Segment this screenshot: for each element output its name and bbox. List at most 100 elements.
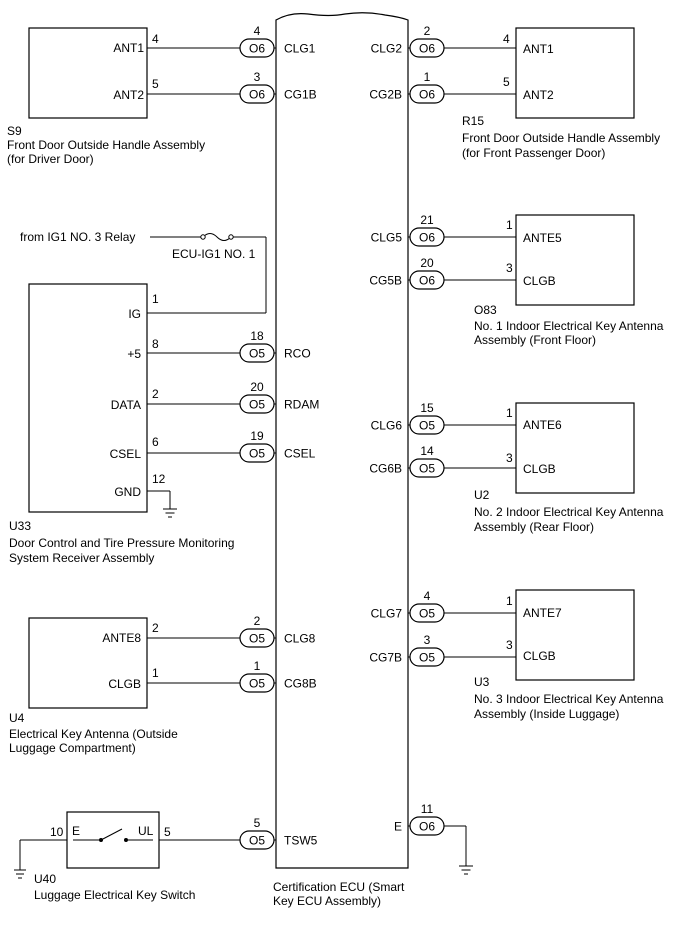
r15-desc-line1: Front Door Outside Handle Assembly (462, 131, 660, 145)
ecu-pin-label: CG7B (369, 651, 402, 665)
r15-desc-line2: (for Front Passenger Door) (462, 146, 605, 160)
u2-desc-line1: No. 2 Indoor Electrical Key Antenna (474, 505, 664, 519)
ecu-pin-label: CLG8 (284, 632, 316, 646)
connector-pill: O6 (239, 84, 275, 104)
u33-pin-num-12: 12 (152, 472, 166, 486)
o83-pin-label-clgb: CLGB (523, 274, 556, 288)
connector-id: O6 (249, 88, 265, 102)
ecu-pin-label: CG8B (284, 677, 317, 691)
ecu-pin-label: CSEL (284, 447, 316, 461)
u40-left-label: E (72, 824, 80, 838)
u33-pin-label-ig: IG (128, 307, 141, 321)
ecu-pin-label: CLG7 (371, 607, 403, 621)
u2-code: U2 (474, 488, 490, 502)
ground-icon (163, 508, 177, 518)
ecu-name-line1: Certification ECU (Smart (273, 880, 405, 894)
connector-id: O5 (249, 632, 265, 646)
s9-desc-line1: Front Door Outside Handle Assembly (7, 138, 205, 152)
u2-pin-label-ante6: ANTE6 (523, 418, 562, 432)
ecu-pin-label: RDAM (284, 398, 319, 412)
connector-id: O5 (419, 462, 435, 476)
component-u40: E UL 10 5 U40 Luggage Electrical Key Swi… (14, 811, 240, 902)
ecu-pin-label: TSW5 (284, 834, 318, 848)
u33-pin-num-8: 8 (152, 337, 159, 351)
o83-desc-line1: No. 1 Indoor Electrical Key Antenna (474, 319, 664, 333)
u3-desc-line2: Assembly (Inside Luggage) (474, 707, 619, 721)
o83-desc-line2: Assembly (Front Floor) (474, 333, 596, 347)
connector-id: O5 (249, 677, 265, 691)
ground-icon (459, 865, 473, 875)
connector-id: O5 (249, 347, 265, 361)
ecu-pin-number: 19 (250, 429, 264, 443)
u2-desc-line2: Assembly (Rear Floor) (474, 520, 594, 534)
connector-pill: O6 (409, 84, 445, 104)
r15-pin-label-ant2: ANT2 (523, 88, 554, 102)
s9-pin-num-ant2: 5 (152, 77, 159, 91)
connector-id: O6 (419, 274, 435, 288)
connector-pill: O6 (409, 227, 445, 247)
s9-code: S9 (7, 124, 22, 138)
s9-desc-line2: (for Driver Door) (7, 152, 94, 166)
ecu-pin-number: 21 (420, 213, 434, 227)
u2-pin-label-clgb: CLGB (523, 462, 556, 476)
ecu-pin-number: 18 (250, 329, 264, 343)
u3-pin-label-clgb: CLGB (523, 649, 556, 663)
ecu-pin-number: 4 (424, 589, 431, 603)
connector-pill: O5 (409, 458, 445, 478)
connector-pill: O5 (239, 394, 275, 414)
ecu-pins-right: O62CLG2O61CG2BO621CLG5O620CG5BO515CLG6O5… (369, 24, 445, 836)
connector-pill: O5 (409, 415, 445, 435)
connector-id: O5 (419, 419, 435, 433)
component-s9: ANT1 ANT2 4 5 S9 Front Door Outside Hand… (7, 27, 240, 166)
ecu-pin-label: CG5B (369, 274, 402, 288)
connector-pill: O6 (409, 816, 445, 836)
u3-code: U3 (474, 675, 490, 689)
u4-pin-label-ante8: ANTE8 (102, 631, 141, 645)
s9-pin-label-ant2: ANT2 (113, 88, 144, 102)
ecu-pin-label: CG6B (369, 462, 402, 476)
connector-id: O5 (249, 398, 265, 412)
component-u2: ANTE6 CLGB 1 3 U2 No. 2 Indoor Electrica… (444, 402, 664, 534)
ecu-pin-number: 20 (420, 256, 434, 270)
ecu-pin-number: 3 (424, 633, 431, 647)
u40-right-num: 5 (164, 825, 171, 839)
ecu-pin-label: CLG2 (371, 42, 403, 56)
o83-pin-label-ante5: ANTE5 (523, 231, 562, 245)
ecu-pin-label: CG2B (369, 88, 402, 102)
o83-code: O83 (474, 303, 497, 317)
fuse-label: ECU-IG1 NO. 1 (172, 247, 256, 261)
u4-pin-num-2: 2 (152, 621, 159, 635)
ecu-pin-number: 20 (250, 380, 264, 394)
connector-pill: O5 (239, 628, 275, 648)
connector-pill: O6 (409, 38, 445, 58)
ecu-pin-number: 5 (254, 816, 261, 830)
u4-code: U4 (9, 711, 25, 725)
ecu-pin-number: 1 (254, 659, 261, 673)
ecu-pin-number: 14 (420, 444, 434, 458)
u33-pin-label-plus5: +5 (127, 347, 141, 361)
connector-pill: O5 (239, 343, 275, 363)
o83-pin-num-3: 3 (506, 261, 513, 275)
component-u4: ANTE8 CLGB 2 1 U4 Electrical Key Antenna… (9, 617, 240, 755)
u33-pin-label-csel: CSEL (110, 447, 142, 461)
u2-pin-num-3: 3 (506, 451, 513, 465)
u33-desc-line2: System Receiver Assembly (9, 551, 154, 565)
ecu-pin-number: 2 (254, 614, 261, 628)
connector-id: O6 (419, 231, 435, 245)
connector-id: O6 (419, 88, 435, 102)
connector-pill: O5 (239, 443, 275, 463)
relay-source-label: from IG1 NO. 3 Relay (20, 230, 135, 244)
connector-pill: O6 (409, 270, 445, 290)
connector-pill: O5 (239, 673, 275, 693)
u4-desc-line1: Electrical Key Antenna (Outside (9, 727, 178, 741)
u3-pin-num-1: 1 (506, 594, 513, 608)
connector-id: O5 (249, 834, 265, 848)
ecu-pin-number: 1 (424, 70, 431, 84)
u4-desc-line2: Luggage Compartment) (9, 741, 136, 755)
ecu-name-line2: Key ECU Assembly) (273, 894, 381, 908)
connector-id: O5 (249, 447, 265, 461)
r15-pin-num-ant2: 5 (503, 75, 510, 89)
r15-code: R15 (462, 114, 484, 128)
u33-desc-line1: Door Control and Tire Pressure Monitorin… (9, 536, 234, 550)
u33-pin-label-data: DATA (111, 398, 141, 412)
